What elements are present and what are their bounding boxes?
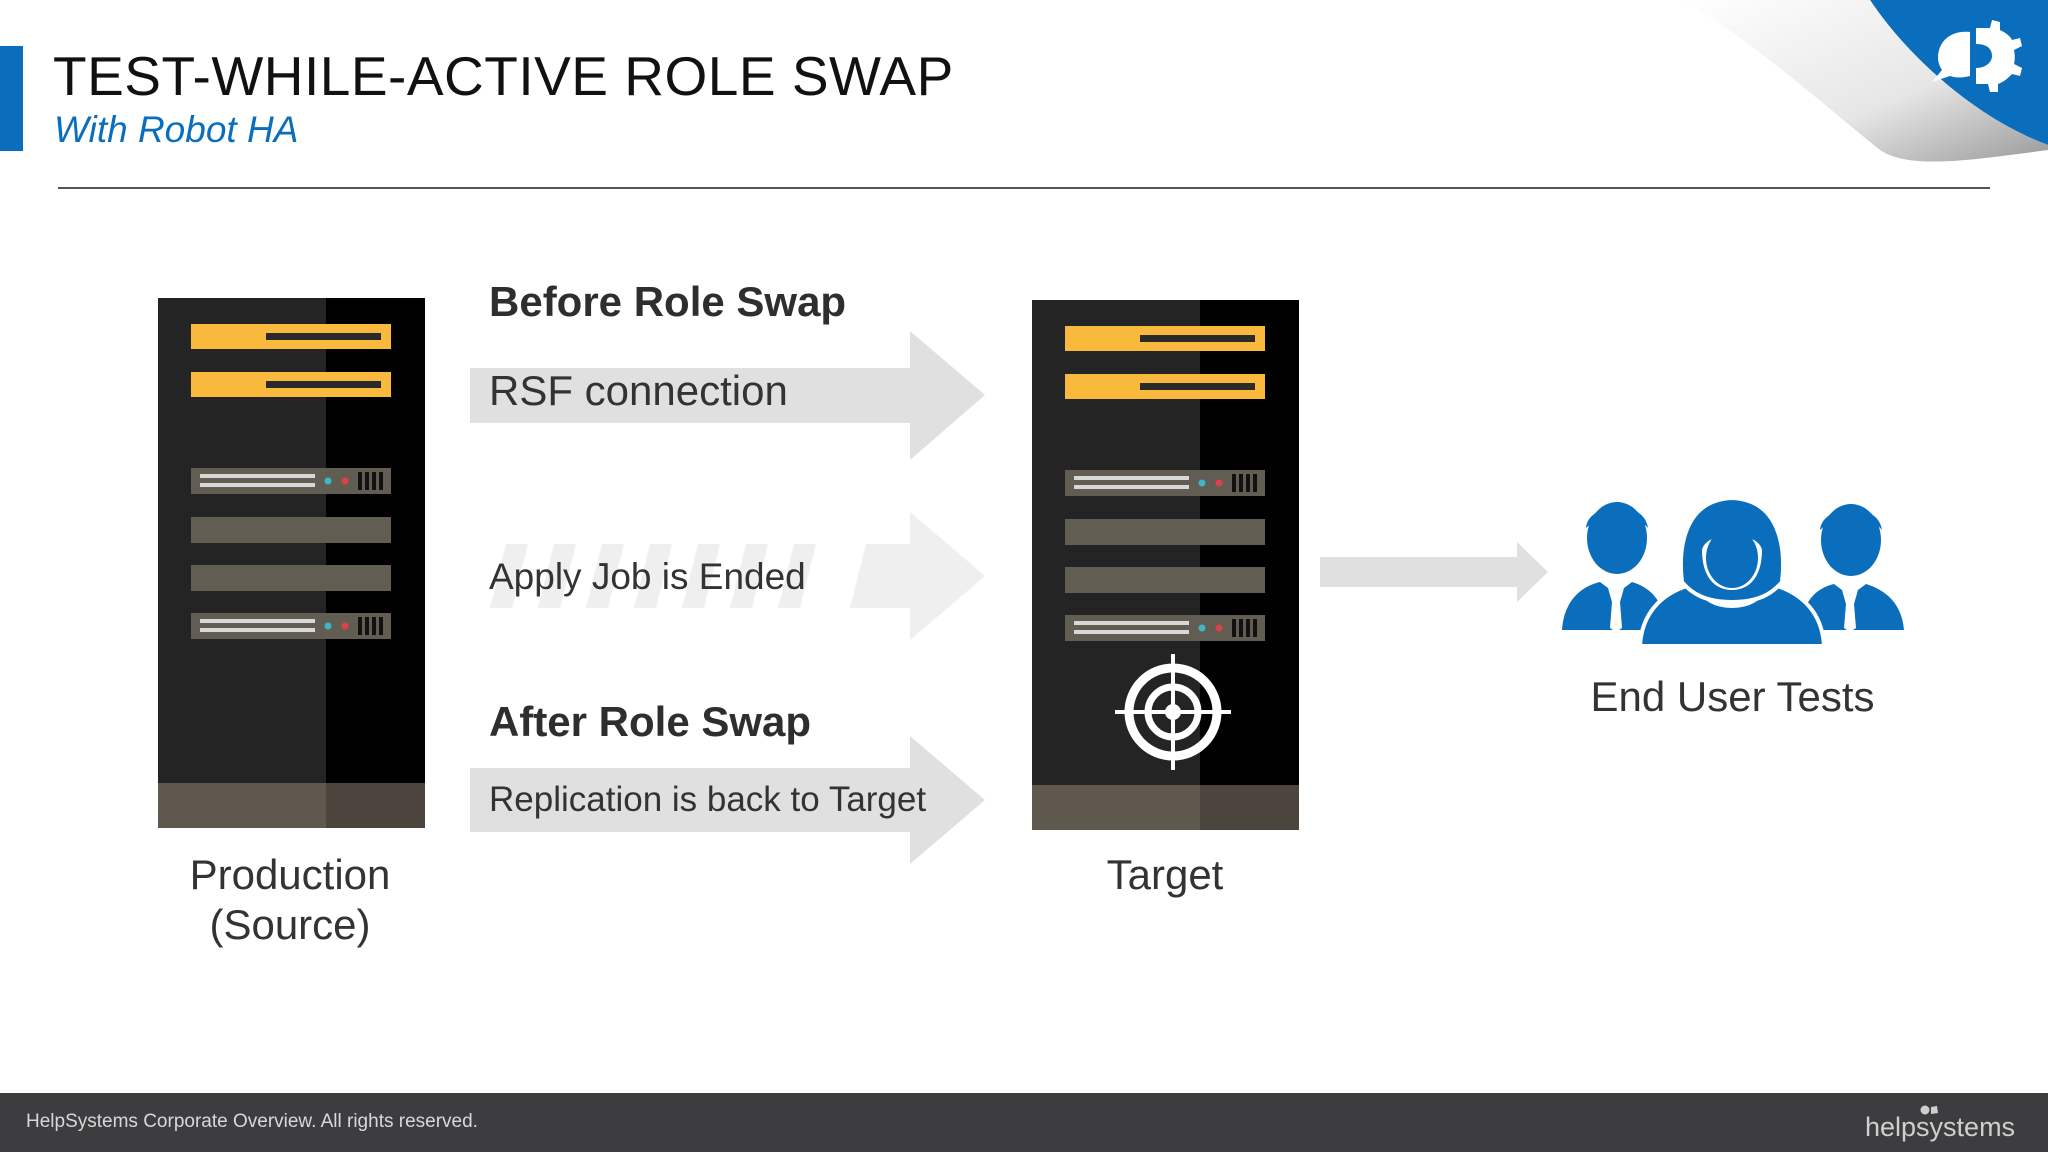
title-divider <box>58 187 1990 189</box>
replication-label: Replication is back to Target <box>489 780 927 819</box>
target-server-icon <box>1032 300 1299 830</box>
production-label-line1: Production <box>189 851 391 898</box>
target-label: Target <box>1106 851 1224 898</box>
footer-logo-text: helpsystems <box>1865 1112 2015 1142</box>
apply-job-ended-arrow <box>490 512 985 640</box>
production-label: Production (Source) <box>140 850 440 950</box>
user-group-icon <box>1562 495 1904 648</box>
crosshair-target-icon <box>1115 654 1231 770</box>
rsf-connection-label: RSF connection <box>489 367 788 414</box>
production-label-line2: (Source) <box>209 901 371 948</box>
replication-arrow <box>470 736 985 864</box>
apply-job-ended-label: Apply Job is Ended <box>489 556 806 597</box>
slide-title: TEST-WHILE-ACTIVE ROLE SWAP <box>53 45 954 107</box>
slide-subtitle: With Robot HA <box>54 109 299 150</box>
helpsystems-logo-icon: helpsystems <box>1865 1105 2015 1142</box>
accent-bar <box>0 46 23 151</box>
end-user-tests-label: End User Tests <box>1590 673 1875 720</box>
footer-bar: HelpSystems Corporate Overview. All righ… <box>0 1093 2048 1152</box>
before-role-swap-heading: Before Role Swap <box>489 278 847 325</box>
footer-copyright: HelpSystems Corporate Overview. All righ… <box>26 1111 478 1132</box>
target-to-users-arrow <box>1320 542 1548 602</box>
rsf-connection-arrow <box>470 331 985 460</box>
production-server-icon <box>158 298 425 828</box>
after-role-swap-heading: After Role Swap <box>489 698 812 745</box>
helpsystems-corner-logo-icon <box>1680 0 2048 162</box>
